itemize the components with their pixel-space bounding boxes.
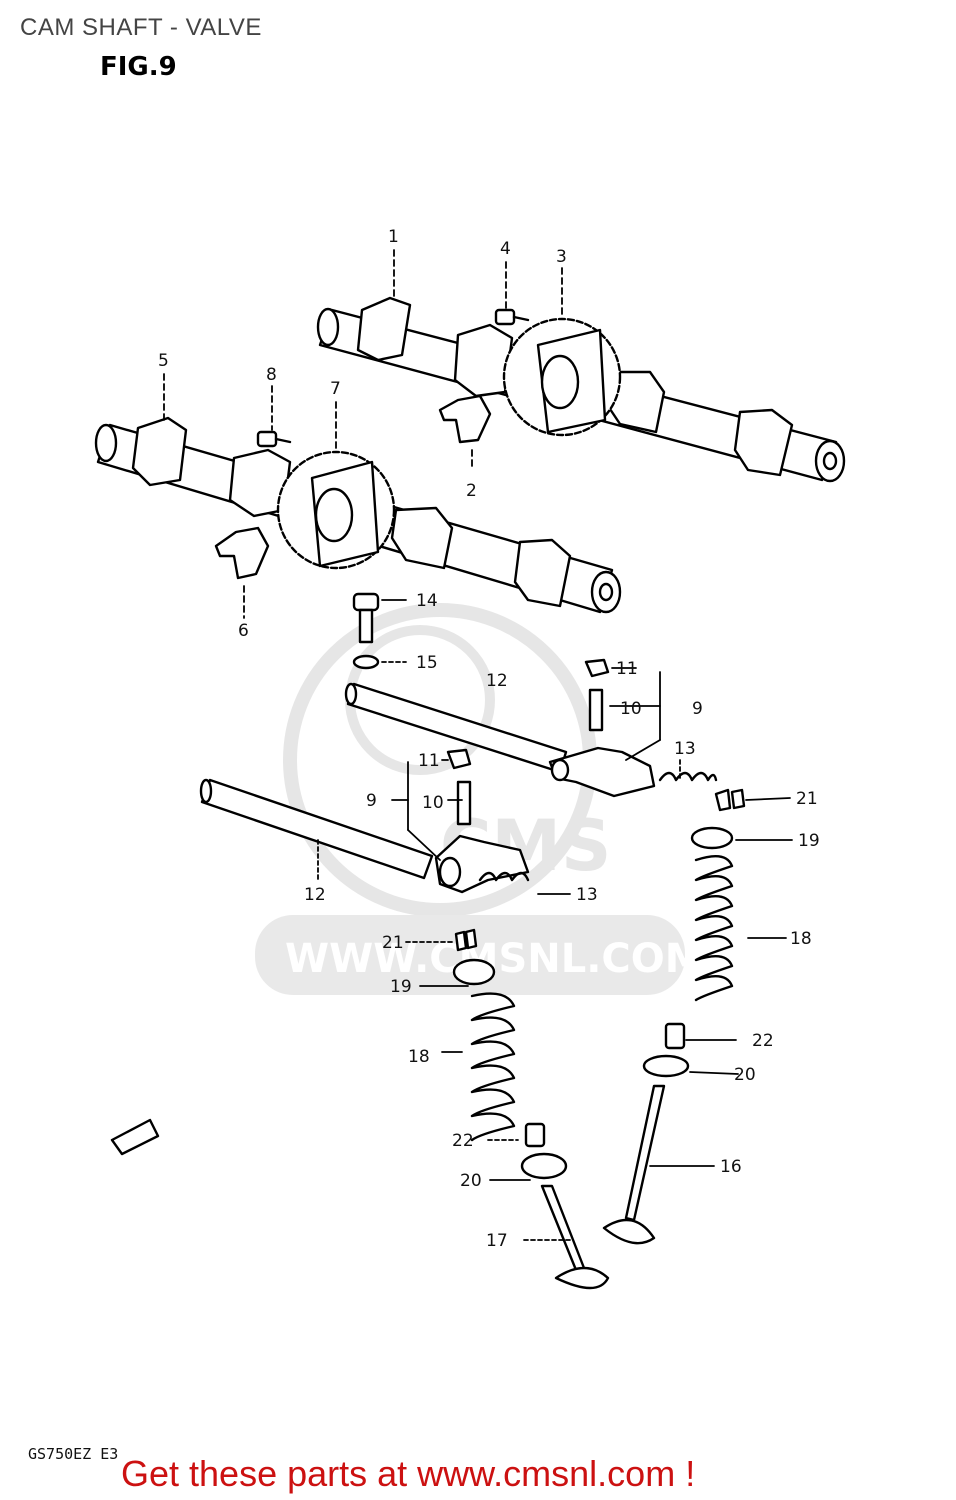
cotter-21-right <box>714 788 746 812</box>
part-number: 17 <box>486 1231 508 1251</box>
part-number-labels: 1 2 3 4 5 6 7 8 9 9 10 10 11 11 12 12 13… <box>158 227 820 1251</box>
fwd-arrow-icon <box>110 1118 160 1156</box>
spring-13-lower <box>478 871 530 882</box>
sprocket-upper <box>502 317 622 437</box>
part-number: 15 <box>416 653 438 673</box>
part-number: 22 <box>752 1031 774 1051</box>
part-number: 9 <box>692 699 703 719</box>
nut-11-lower <box>446 748 472 770</box>
part-number: 19 <box>390 977 412 997</box>
part-number: 22 <box>452 1131 474 1151</box>
parts-store-link[interactable]: Get these parts at www.cmsnl.com ! <box>121 1453 696 1494</box>
part-number: 9 <box>366 791 377 811</box>
spring-seat-20-left <box>520 1152 568 1180</box>
part-number: 14 <box>416 591 438 611</box>
rocker-arm-upper <box>548 746 656 798</box>
part-number: 11 <box>418 751 440 771</box>
valve-17 <box>540 1184 610 1290</box>
leader-lines <box>163 249 793 1241</box>
part-number: 10 <box>620 699 642 719</box>
part-number: 7 <box>330 379 341 399</box>
seal-22-right <box>664 1022 686 1050</box>
part-number: 20 <box>734 1065 756 1085</box>
spring-seat-20-right <box>642 1054 690 1078</box>
page-title: CAM SHAFT - VALVE <box>20 14 262 41</box>
spring-13-upper <box>658 771 718 782</box>
clip-2 <box>438 394 492 444</box>
watermark-url: WWW.CMSNL.COM <box>285 936 705 982</box>
retainer-19-right <box>690 826 734 850</box>
rocker-shaft-lower <box>199 778 434 880</box>
part-number: 1 <box>388 227 399 247</box>
part-number: 21 <box>796 789 818 809</box>
part-number: 13 <box>674 739 696 759</box>
part-number: 18 <box>790 929 812 949</box>
clip-6 <box>214 526 270 580</box>
valve-16 <box>602 1084 666 1245</box>
part-number: 16 <box>720 1157 742 1177</box>
part-number: 2 <box>466 481 477 501</box>
part-number: 12 <box>486 671 508 691</box>
seal-22-left <box>524 1122 546 1148</box>
part-number: 10 <box>422 793 444 813</box>
part-number: 3 <box>556 247 567 267</box>
adjust-screw-10-lower <box>456 780 472 826</box>
part-number: 11 <box>616 659 638 679</box>
part-number: 13 <box>576 885 598 905</box>
part-number: 20 <box>460 1171 482 1191</box>
retainer-19-left <box>452 958 496 986</box>
part-number: 5 <box>158 351 169 371</box>
cotter-21-left <box>454 928 478 952</box>
part-number: 6 <box>238 621 249 641</box>
part-number: 19 <box>798 831 820 851</box>
part-number: 8 <box>266 365 277 385</box>
washer-15 <box>352 654 380 670</box>
nut-11-upper <box>584 658 610 678</box>
rocker-arm-lower <box>434 834 530 894</box>
part-number: 12 <box>304 885 326 905</box>
sprocket-lower <box>276 450 396 570</box>
bolt-8 <box>256 430 292 448</box>
bolt-14 <box>352 592 380 644</box>
bolt-4 <box>494 308 530 326</box>
figure-label: FIG.9 <box>100 52 177 82</box>
part-number: 18 <box>408 1047 430 1067</box>
model-code-label: GS750EZ E3 <box>28 1445 119 1463</box>
adjust-screw-10-upper <box>588 688 604 732</box>
valve-spring-18-left <box>470 992 516 1142</box>
part-number: 21 <box>382 933 404 953</box>
part-number: 4 <box>500 239 511 259</box>
valve-spring-18-right <box>694 854 734 1002</box>
